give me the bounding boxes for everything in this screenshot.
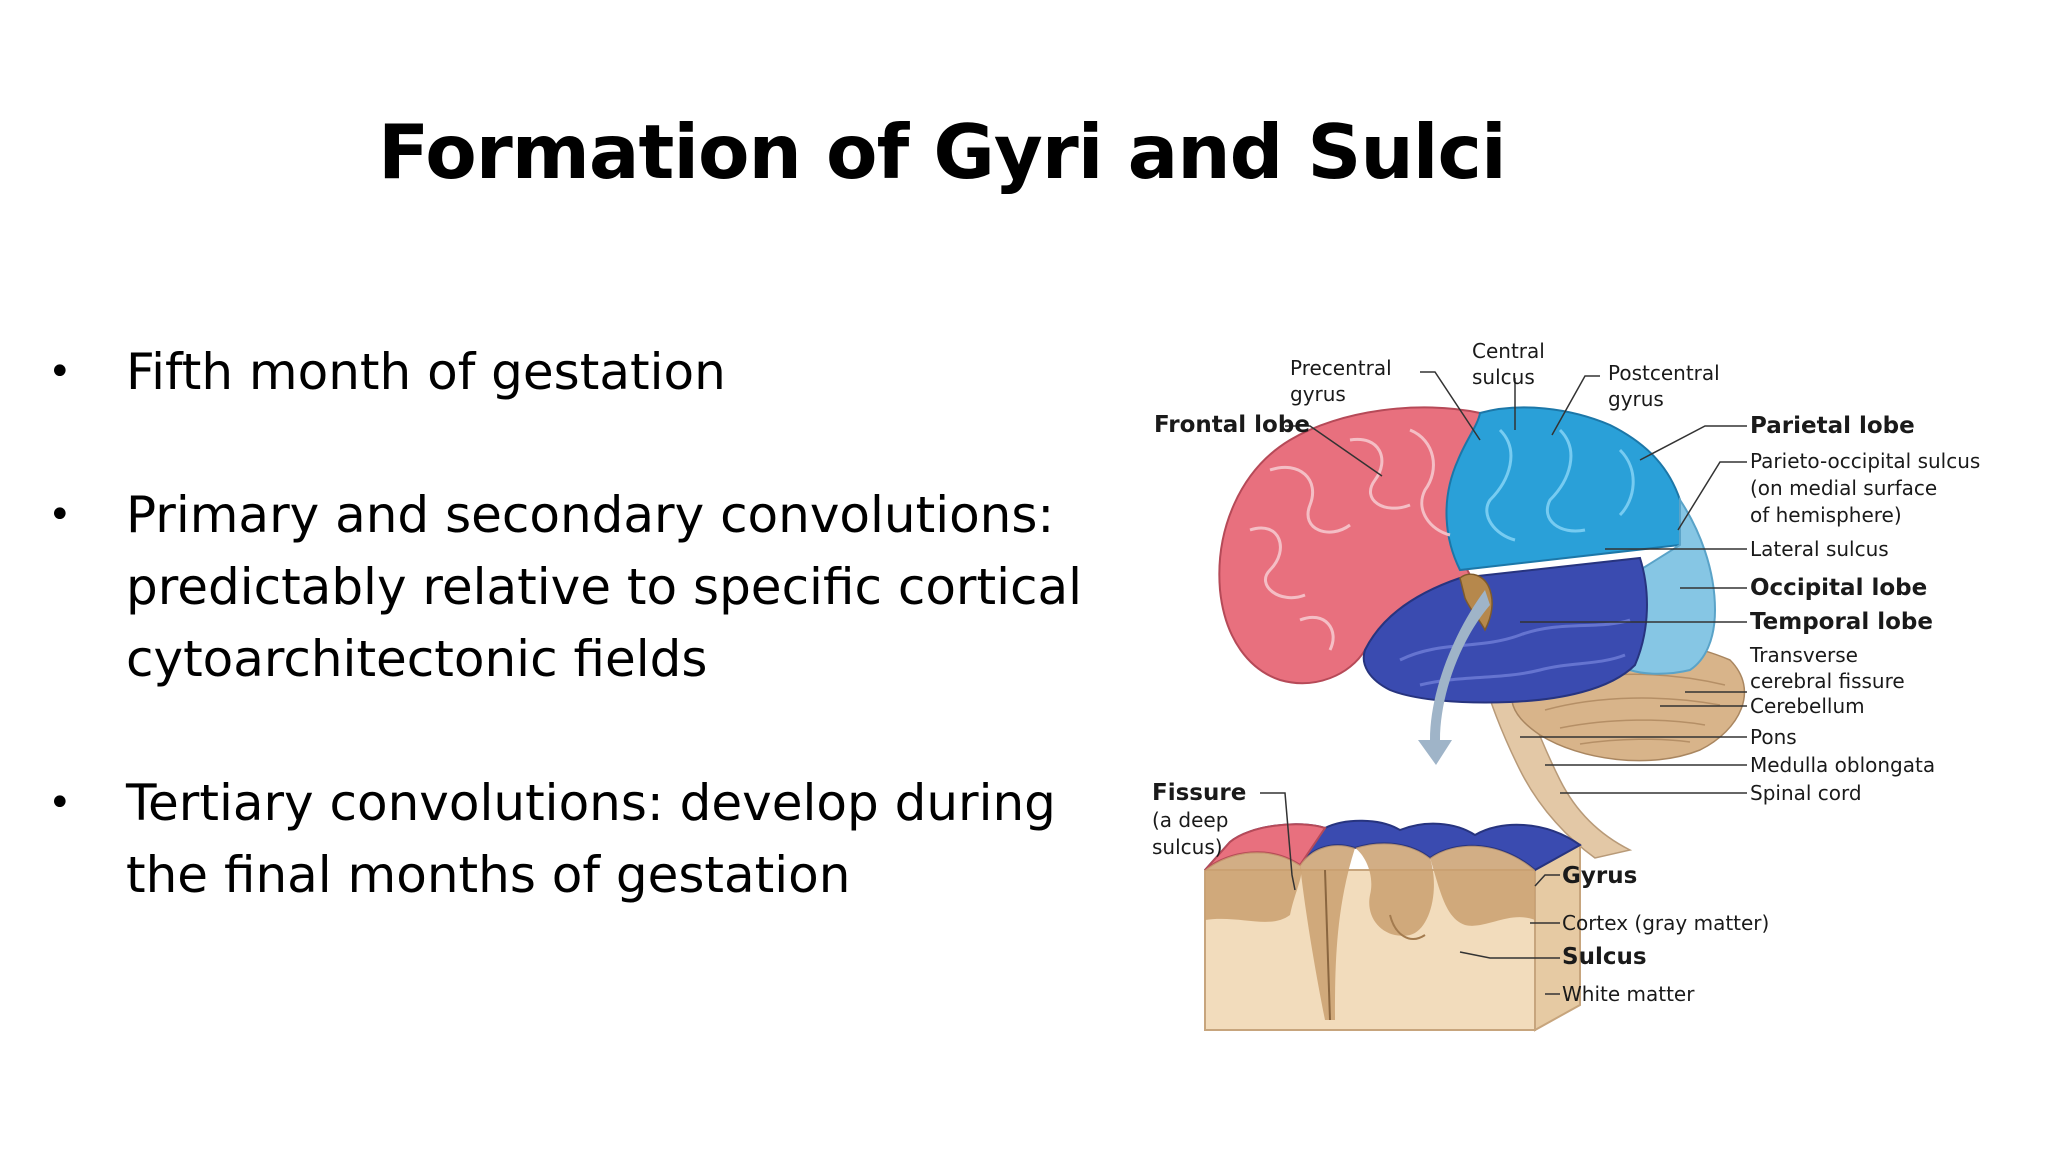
label-transverse-2: cerebral fissure	[1750, 669, 1905, 693]
brain-figure: Precentral gyrus Central sulcus Postcent…	[1140, 330, 2020, 1070]
bullet-text: predictably relative to specific cortica…	[126, 558, 1082, 616]
bullet-text: cytoarchitectonic fields	[126, 630, 708, 688]
label-central-2: sulcus	[1472, 365, 1535, 389]
label-postcentral-2: gyrus	[1608, 387, 1664, 411]
label-parieto-occipital: Parieto-occipital sulcus	[1750, 449, 1980, 473]
parietal-lobe-shape	[1445, 406, 1685, 572]
label-lateral-sulcus: Lateral sulcus	[1750, 537, 1889, 561]
occipital-lobe-shape	[1628, 496, 1717, 675]
zoom-arrow	[1418, 590, 1490, 765]
label-cortex: Cortex (gray matter)	[1562, 911, 1769, 935]
brain-diagram: Precentral gyrus Central sulcus Postcent…	[1152, 339, 1980, 1032]
leader-lines	[1260, 371, 1747, 995]
bullet-text: Primary and secondary convolutions:	[126, 486, 1055, 544]
label-temporal-lobe: Temporal lobe	[1750, 609, 1933, 635]
bullet-symbol: •	[48, 492, 72, 538]
temporal-gyri	[1399, 618, 1631, 687]
label-sulcus: Sulcus	[1562, 944, 1647, 970]
bullet-symbol: •	[48, 780, 72, 826]
label-precentral: Precentral	[1290, 356, 1392, 380]
bullet-text: the final months of gestation	[126, 846, 851, 904]
temporal-lobe-shape	[1362, 556, 1648, 704]
bullet-symbol: •	[48, 349, 72, 395]
bullet-text: Tertiary convolutions: develop during	[126, 774, 1056, 832]
label-transverse: Transverse	[1749, 643, 1858, 667]
label-medulla: Medulla oblongata	[1750, 753, 1935, 777]
parietal-gyri	[1485, 428, 1635, 542]
label-white-matter: White matter	[1562, 982, 1695, 1006]
label-spinal-cord: Spinal cord	[1750, 781, 1862, 805]
label-parietal-lobe: Parietal lobe	[1750, 413, 1915, 439]
cortex-block	[1204, 819, 1582, 1032]
label-fissure-note-2: sulcus)	[1152, 835, 1223, 859]
label-fissure-note: (a deep	[1152, 808, 1228, 832]
label-central: Central	[1472, 339, 1545, 363]
label-fissure: Fissure	[1152, 780, 1246, 806]
label-parieto-occipital-2: (on medial surface	[1750, 476, 1937, 500]
label-parieto-occipital-3: of hemisphere)	[1750, 503, 1902, 527]
label-gyrus: Gyrus	[1562, 863, 1637, 889]
label-cerebellum: Cerebellum	[1750, 694, 1865, 718]
bullet-text: Fifth month of gestation	[126, 343, 726, 401]
slide-title: Formation of Gyri and Sulci	[378, 108, 1507, 196]
frontal-gyri	[1249, 428, 1451, 651]
label-precentral-2: gyrus	[1290, 382, 1346, 406]
label-postcentral: Postcentral	[1608, 361, 1720, 385]
label-pons: Pons	[1750, 725, 1797, 749]
label-occipital-lobe: Occipital lobe	[1750, 575, 1927, 601]
label-frontal-lobe: Frontal lobe	[1154, 412, 1310, 438]
